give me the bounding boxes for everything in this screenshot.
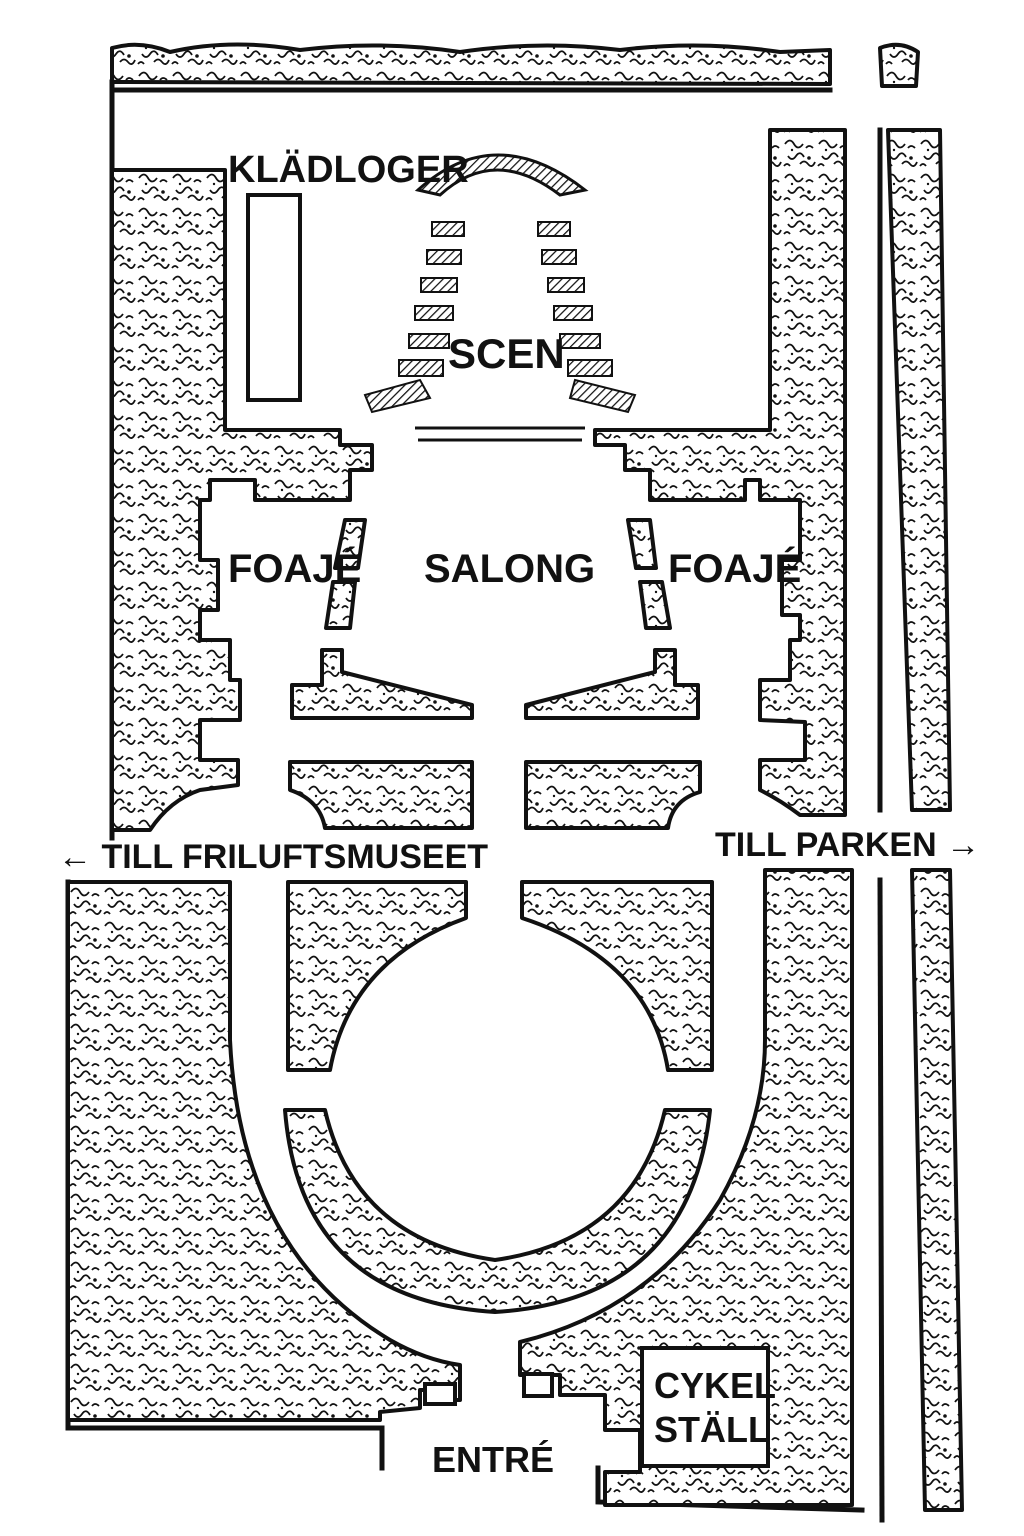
dressing-rooms-building bbox=[246, 193, 302, 402]
circle-top-left-hedge bbox=[286, 880, 468, 1072]
bike-rack-label-line2: STÄLL bbox=[654, 1409, 770, 1450]
seating-left bbox=[363, 221, 465, 414]
dressing-rooms-label: KLÄDLOGER bbox=[228, 148, 469, 191]
stage-label: SCEN bbox=[448, 330, 565, 377]
entrance-post-right bbox=[522, 1372, 554, 1398]
left-hedge-lower bbox=[66, 880, 462, 1422]
foyer-right-label: FOAJÉ bbox=[668, 546, 801, 591]
circle-ring-hedge bbox=[283, 1108, 712, 1314]
top-hedge bbox=[110, 42, 832, 86]
center-right-block bbox=[524, 760, 702, 830]
foyer-left-label: FOAJÉ bbox=[228, 546, 361, 591]
bike-rack-label-line1: CYKEL bbox=[654, 1365, 776, 1406]
salon-lower-right-hedge bbox=[524, 648, 700, 720]
center-left-block bbox=[288, 760, 474, 830]
bike-rack-building bbox=[640, 1346, 770, 1468]
to-park-label: TILL PARKEN → bbox=[715, 826, 980, 864]
far-right-hedge-upper bbox=[886, 128, 952, 812]
to-open-air-museum-label: ← TILL FRILUFTSMUSEET bbox=[58, 838, 488, 876]
salon-right-hedge-2 bbox=[638, 580, 672, 630]
salon-right-hedge-1 bbox=[626, 518, 658, 570]
salon-left-hedge-1 bbox=[333, 518, 367, 570]
top-right-hedge-tuft bbox=[878, 42, 920, 88]
far-right-hedge-lower bbox=[910, 868, 964, 1512]
seating-right bbox=[537, 221, 637, 414]
entrance-post-left bbox=[423, 1382, 457, 1406]
right-boundary-line-lower bbox=[877, 877, 885, 1523]
salon-left-hedge-2 bbox=[324, 580, 357, 630]
entrance-label: ENTRÉ bbox=[432, 1439, 554, 1480]
salon-label: SALONG bbox=[424, 547, 595, 591]
left-hedge-upper bbox=[110, 168, 374, 832]
salon-lower-left-hedge bbox=[290, 648, 474, 720]
circle-top-right-hedge bbox=[520, 880, 714, 1072]
stage-arch bbox=[414, 153, 589, 197]
right-hedge-upper bbox=[593, 128, 847, 817]
